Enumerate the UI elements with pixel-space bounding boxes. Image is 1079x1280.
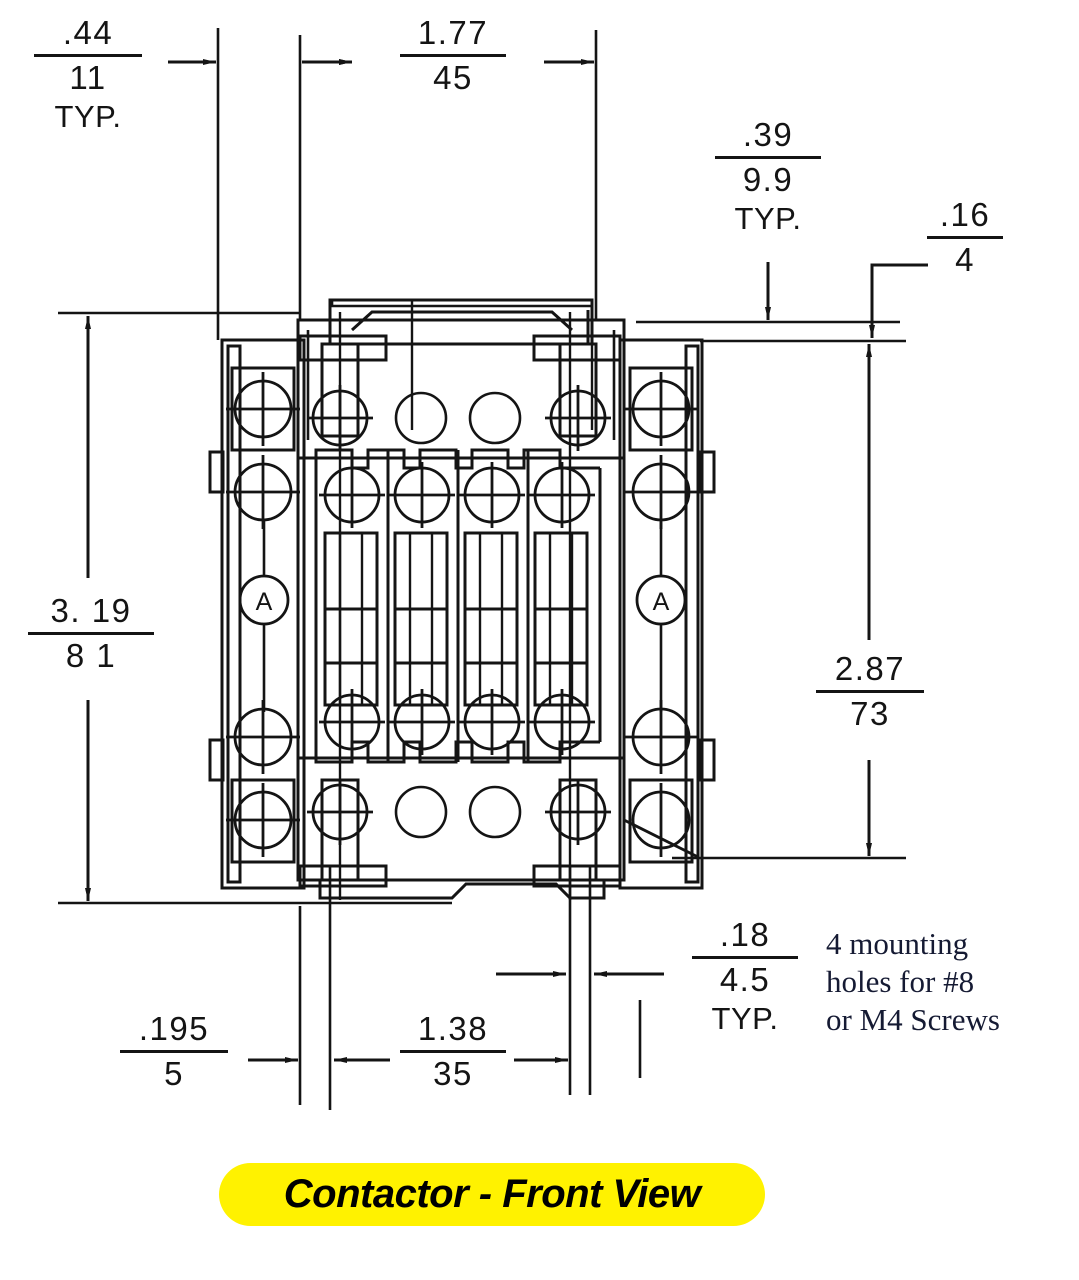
dimension-top-right: .39 9.9 TYP.	[713, 118, 823, 234]
extension-lines	[58, 28, 906, 1110]
figure-caption-pill: Contactor - Front View	[219, 1163, 765, 1226]
section-marker-label: A	[653, 588, 670, 616]
dim-typ: TYP.	[54, 99, 122, 134]
terminal-screw	[459, 689, 525, 755]
dim-inch: .195	[138, 1010, 210, 1047]
dimension-top-left: .44 11 TYP.	[32, 16, 144, 132]
dimension-bottom-right: .18 4.5 TYP.	[690, 918, 800, 1034]
terminal-screw	[389, 462, 455, 528]
note-line-2: holes for #8	[826, 964, 975, 999]
terminal-screw	[319, 689, 385, 755]
dim-mm: 11	[69, 59, 107, 96]
aux-screw	[307, 779, 373, 845]
mounting-hole	[226, 783, 300, 857]
terminal-screw	[529, 689, 595, 755]
aux-screw	[545, 385, 611, 451]
terminal-screw	[459, 462, 525, 528]
housing-round-holes-upper	[394, 391, 522, 445]
terminal-screw	[319, 462, 385, 528]
dim-mm: 4.5	[719, 961, 771, 998]
mounting-flange-left	[208, 338, 306, 890]
fraction-bar	[400, 1050, 506, 1053]
dim-mm: 73	[850, 695, 890, 732]
aux-screw	[545, 779, 611, 845]
terminal-screw	[529, 462, 595, 528]
dim-mm: 8 1	[65, 637, 117, 674]
dim-mm: 9.9	[742, 161, 794, 198]
window-inner-rails	[338, 533, 574, 705]
dimension-far-right: .16 4	[925, 198, 1005, 276]
contact-windows	[323, 531, 589, 707]
pole-block	[314, 448, 602, 764]
mounting-hole	[624, 372, 698, 446]
top-construction-frame	[306, 300, 616, 440]
dim-inch: .18	[719, 916, 771, 953]
dim-mm: 35	[433, 1055, 473, 1092]
dimension-top-center: 1.77 45	[398, 16, 508, 94]
dimension-lines	[85, 59, 928, 1063]
housing-outline	[296, 298, 626, 882]
dimension-right-height: 2.87 73	[814, 652, 926, 730]
dim-mm: 4	[955, 241, 975, 278]
figure-caption-text: Contactor - Front View	[283, 1172, 701, 1216]
aux-screw	[307, 385, 373, 451]
housing-foot	[318, 880, 606, 900]
dim-inch: .44	[62, 14, 114, 51]
mounting-note: 4 mounting holes for #8 or M4 Screws	[826, 925, 1076, 1039]
dim-typ: TYP.	[734, 201, 802, 236]
dim-mm: 5	[164, 1055, 184, 1092]
dim-inch: 2.87	[834, 650, 906, 687]
dim-inch: 3. 19	[50, 592, 132, 629]
coil-bracket-bottom	[298, 778, 622, 888]
contactor-body: A A	[208, 298, 716, 900]
mounting-flange-right	[618, 338, 716, 890]
dimension-bottom-center: 1.38 35	[398, 1012, 508, 1090]
mounting-hole	[623, 783, 699, 859]
housing-round-holes-lower	[394, 785, 522, 839]
fraction-bar	[28, 632, 154, 635]
terminal-screw	[389, 689, 455, 755]
section-marker-right: A	[635, 520, 687, 712]
coil-bracket-top	[298, 310, 622, 438]
dimension-bottom-left: .195 5	[118, 1012, 230, 1090]
dim-inch: 1.77	[417, 14, 489, 51]
dim-inch: .39	[742, 116, 794, 153]
mounting-hole	[624, 455, 698, 529]
note-line-1: 4 mounting	[826, 926, 969, 961]
mounting-hole	[226, 455, 300, 529]
dim-typ: TYP.	[711, 1001, 779, 1036]
section-marker-label: A	[256, 588, 273, 616]
mounting-hole	[226, 372, 300, 446]
note-line-3: or M4 Screws	[826, 1002, 1000, 1037]
dimension-left-height: 3. 19 8 1	[26, 594, 156, 672]
dim-inch: .16	[939, 196, 991, 233]
pole-separators	[386, 450, 530, 762]
fraction-bar	[715, 156, 821, 159]
fraction-bar	[692, 956, 798, 959]
dim-inch: 1.38	[417, 1010, 489, 1047]
fraction-bar	[400, 54, 506, 57]
fraction-bar	[120, 1050, 228, 1053]
fraction-bar	[34, 54, 142, 57]
fraction-bar	[927, 236, 1003, 239]
dim-mm: 45	[433, 59, 473, 96]
section-marker-left: A	[238, 520, 290, 712]
fraction-bar	[816, 690, 924, 693]
